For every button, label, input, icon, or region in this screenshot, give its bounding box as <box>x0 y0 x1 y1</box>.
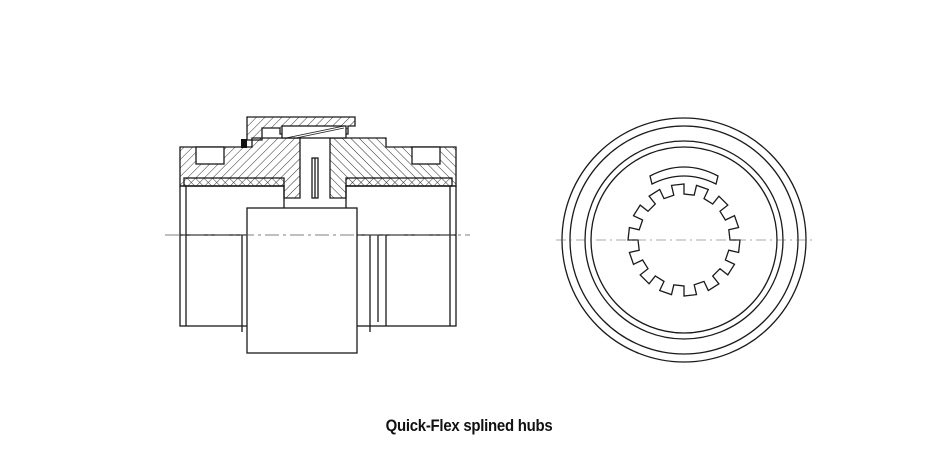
shaft <box>246 207 358 354</box>
lube-slot <box>649 166 719 185</box>
seal-marker <box>241 139 247 148</box>
figure-caption: Quick-Flex splined hubs <box>385 416 553 435</box>
splined-bore <box>627 183 741 297</box>
left-bolt-pocket <box>195 146 225 165</box>
right-hub-body <box>345 185 457 327</box>
end-view-splined-bore <box>556 117 812 363</box>
side-section-view <box>165 116 470 354</box>
right-bolt-pocket <box>411 146 441 165</box>
